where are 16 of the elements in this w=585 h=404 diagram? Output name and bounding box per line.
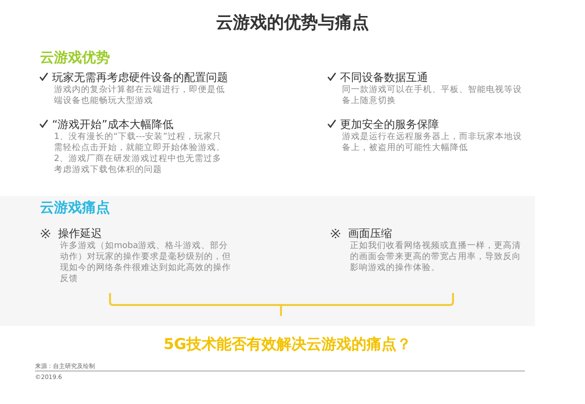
item-text: 1、没有漫长的“下载---安装”过程，玩家只需轻松点击开始，就能立即开始体验游戏。 2、游戏厂商在研发游戏过程中也无需过多考虑游戏下载包体积的问题 bbox=[54, 132, 226, 176]
item-heading: 玩家无需再考虑硬件设备的配置问题 bbox=[52, 70, 228, 85]
item-text: 游戏是运行在远程服务器上，而非玩家本地设备上，被盗用的可能性大幅降低 bbox=[342, 132, 522, 154]
item-heading: 画面压缩 bbox=[348, 226, 392, 241]
item-text: 游戏内的复杂计算都在云端进行，即便是低端设备也能畅玩大型游戏 bbox=[54, 85, 226, 107]
item-text: 正如我们收看网络视频或直播一样，更高清的画面会带来更高的带宽占用率，导致反向影响游戏的操作体验。 bbox=[350, 241, 522, 274]
title: 云游戏的优势与痛点 bbox=[215, 12, 370, 34]
item-heading: 不同设备数据互通 bbox=[340, 70, 428, 84]
item-text: 许多游戏（如moba游戏、格斗游戏、部分动作）对玩家的操作要求是毫秒级别的，但现如今的网络条件很难达到如此高效的操作反馈 bbox=[60, 241, 232, 285]
item-heading: 更加安全的服务保障 bbox=[340, 117, 439, 132]
question-text: 5G技术能否有效解决云游戏的痛点？ bbox=[162, 335, 412, 354]
item-heading: 操作延迟 bbox=[58, 226, 102, 241]
item-text: 同一款游戏可以在手机、平板、智能电视等设备上随意切换 bbox=[342, 85, 522, 107]
section-heading: 云游戏优势 bbox=[40, 49, 110, 67]
section-heading: 云游戏痛点 bbox=[40, 199, 110, 217]
item-heading: “游戏开始”成本大幅降低 bbox=[52, 117, 174, 132]
